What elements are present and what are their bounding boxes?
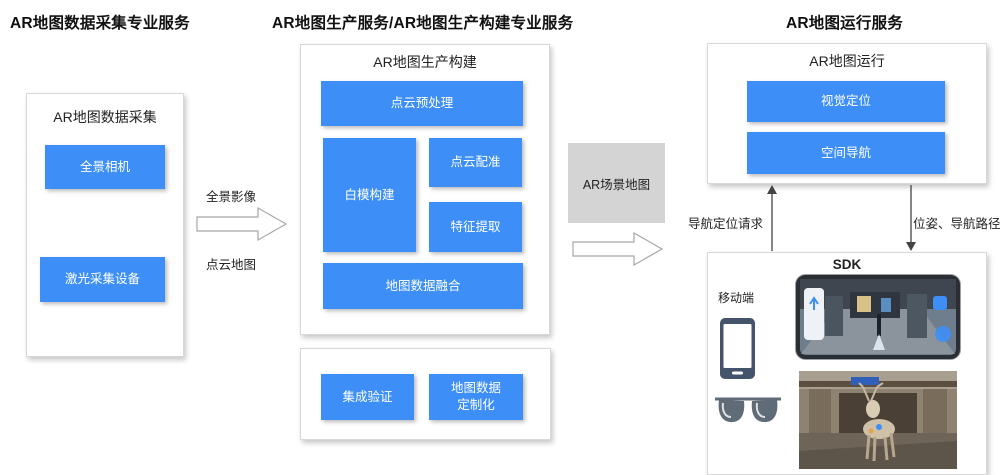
scene-map-box: AR场景地图 xyxy=(568,143,665,223)
custom-line1: 地图数据 xyxy=(450,381,501,396)
integration-verify-box: 集成验证 xyxy=(321,374,414,420)
pose-path-label: 位姿、导航路径 xyxy=(913,217,1001,231)
registration-box: 点云配准 xyxy=(429,138,522,187)
nav-request-label: 导航定位请求 xyxy=(688,217,764,231)
production-panel-title: AR地图生产构建 xyxy=(373,54,477,70)
panorama-image-label: 全景影像 xyxy=(206,190,257,204)
collection-service-heading: AR地图数据采集专业服务 xyxy=(10,15,190,32)
right-arrow-icon xyxy=(572,231,664,267)
point-cloud-map-label: 点云地图 xyxy=(206,258,257,272)
panorama-camera-box: 全景相机 xyxy=(45,145,165,189)
laser-device-box: 激光采集设备 xyxy=(40,257,165,302)
feature-extract-box: 特征提取 xyxy=(429,202,522,252)
collection-panel: AR地图数据采集 全景相机 激光采集设备 xyxy=(26,93,184,357)
up-arrow-icon xyxy=(767,185,777,251)
runtime-panel-title: AR地图运行 xyxy=(809,53,885,69)
runtime-service-heading: AR地图运行服务 xyxy=(786,15,903,32)
ar-glasses-icon xyxy=(715,397,781,423)
production-panel: AR地图生产构建 点云预处理 白模构建 点云配准 特征提取 地图数据融合 xyxy=(300,44,550,335)
right-arrow-icon xyxy=(196,206,288,242)
sdk-panel: SDK 移动端 xyxy=(707,252,987,475)
white-model-box: 白模构建 xyxy=(323,138,416,252)
spatial-navigation-box: 空间导航 xyxy=(747,132,945,174)
down-arrow-icon xyxy=(906,185,916,251)
preprocess-box: 点云预处理 xyxy=(321,81,523,126)
mobile-phone-icon xyxy=(720,318,755,379)
delivery-panel: 集成验证 地图数据 定制化 xyxy=(300,348,551,440)
ar-navigation-screenshot xyxy=(795,274,961,360)
fusion-box: 地图数据融合 xyxy=(323,263,523,309)
ar-scene-photo xyxy=(799,371,957,469)
runtime-panel: AR地图运行 视觉定位 空间导航 xyxy=(707,43,987,184)
custom-line2: 定制化 xyxy=(457,398,495,412)
mobile-label: 移动端 xyxy=(718,291,755,305)
production-service-heading: AR地图生产服务/AR地图生产构建专业服务 xyxy=(272,15,574,32)
visual-positioning-box: 视觉定位 xyxy=(747,81,945,122)
sdk-title: SDK xyxy=(832,257,862,272)
collection-panel-title: AR地图数据采集 xyxy=(53,109,157,125)
custom-box: 地图数据 定制化 xyxy=(429,374,523,420)
